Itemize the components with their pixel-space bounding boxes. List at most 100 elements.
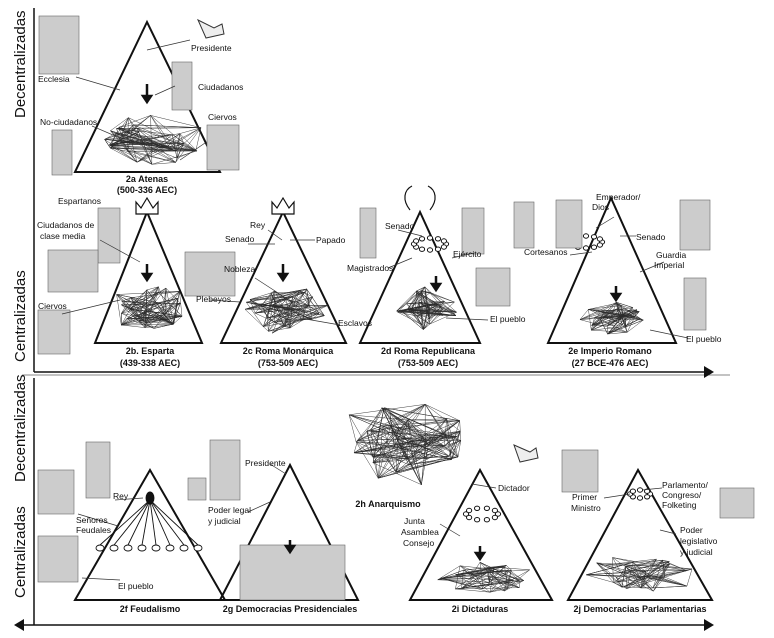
label-dios: Dios — [592, 202, 609, 212]
caption-dates-2d: (753-509 AEC) — [398, 358, 458, 368]
node-ring-2d — [410, 235, 450, 253]
mesh-2h-anarquismo — [348, 404, 462, 485]
label-ciudadanos-clase-1: Ciudadanos de — [37, 220, 94, 230]
label-congreso: Congreso/ — [662, 490, 702, 500]
caption-title-2e: 2e Imperio Romano — [568, 346, 652, 356]
army-figure — [461, 207, 485, 255]
label-folketing: Folketing — [662, 500, 697, 510]
caption-dates-2b: (439-338 AEC) — [120, 358, 180, 368]
people-figure-empire — [683, 277, 707, 331]
label-parlamento: Parlamento/ — [662, 480, 708, 490]
label-papado: Papado — [316, 235, 346, 245]
label-rey-2f: Rey — [113, 491, 129, 501]
pointing-hand-icon-dictador — [513, 444, 539, 463]
emperor-figure — [555, 199, 583, 249]
node-ring-2i — [462, 505, 502, 523]
label-esclavos: Esclavos — [338, 318, 372, 328]
label-ciudadanos-clase-2: clase media — [40, 231, 86, 241]
crown-icon-esparta — [135, 196, 159, 215]
label-espartanos: Espartanos — [58, 196, 101, 206]
triangle-2c — [219, 209, 348, 344]
axis-label-bottom-decentral: Decentralizadas — [12, 374, 29, 482]
label-senado-2e: Senado — [636, 232, 666, 242]
axis-label-bottom-central: Centralizadas — [12, 506, 29, 598]
mesh-2a — [104, 115, 202, 165]
label-ciervos-2a: Ciervos — [208, 112, 237, 122]
label-el-pueblo-2d: El pueblo — [490, 314, 526, 324]
citizen-figure — [171, 61, 193, 111]
label-dictador: Dictador — [498, 483, 530, 493]
network-meshes — [95, 115, 693, 593]
roman-nobility-figures — [184, 251, 236, 297]
label-rey-2c: Rey — [250, 220, 266, 230]
king-figure — [85, 441, 111, 499]
axis-label-top-central: Centralizadas — [12, 270, 29, 362]
crowd-illustration — [239, 544, 346, 601]
label-senado-2d: Senado — [385, 221, 415, 231]
label-y-judicial-2j: y judicial — [680, 547, 713, 557]
label-no-ciudadanos: No-ciudadanos — [40, 117, 97, 127]
primer-ministro-figure — [561, 449, 599, 493]
caption-title-2h: 2h Anarquismo — [355, 499, 421, 509]
label-emperador: Emperador/ — [596, 192, 641, 202]
caption-dates-2a: (500-336 AEC) — [117, 185, 177, 195]
label-imperial: Imperial — [654, 260, 684, 270]
label-ciervos-2b: Ciervos — [38, 301, 67, 311]
mesh-2j — [586, 557, 693, 592]
label-plebeyos: Plebeyos — [196, 294, 231, 304]
caption-title-2a: 2a Atenas — [126, 174, 168, 184]
label-primer: Primer — [572, 492, 597, 502]
label-magistrados: Magistrados — [347, 263, 393, 273]
caption-title-2c: 2c Roma Monárquica — [243, 346, 335, 356]
caption-title-2i: 2i Dictaduras — [452, 604, 509, 614]
caption-title-2d: 2d Roma Republicana — [381, 346, 476, 356]
label-asamblea: Asamblea — [401, 527, 439, 537]
non-citizen-figure — [51, 129, 73, 176]
mesh-2c — [244, 288, 328, 334]
label-poder: Poder — [680, 525, 703, 535]
people-figures-republic — [475, 267, 511, 307]
caption-dates-2c: (753-509 AEC) — [258, 358, 318, 368]
serfs-figure — [206, 124, 240, 171]
pointing-hand-icon-atenas — [196, 18, 225, 39]
label-ejercito: Ejército — [453, 249, 482, 259]
mesh-2b — [116, 286, 183, 329]
caption-title-2b: 2b. Esparta — [126, 346, 176, 356]
guard-figure — [679, 199, 711, 251]
label-senado-2c: Senado — [225, 234, 255, 244]
crown-icon-roma — [271, 196, 295, 215]
label-legislativo: legislativo — [680, 536, 718, 546]
mesh-2d — [396, 286, 457, 330]
label-consejo: Consejo — [403, 538, 434, 548]
ecclesia-illustration — [38, 15, 80, 75]
label-poder-legal: Poder legal — [208, 505, 251, 515]
triangle-2j — [566, 467, 714, 601]
label-cortesanos: Cortesanos — [524, 247, 567, 257]
president-figure — [209, 439, 241, 501]
laurel-icon — [404, 185, 436, 211]
peasants-figure — [37, 535, 79, 583]
label-nobleza: Nobleza — [224, 264, 255, 274]
courtier-figure — [513, 201, 535, 249]
label-feudales: Feudales — [76, 525, 111, 535]
spartan-figure — [97, 207, 121, 264]
senator-figure — [359, 207, 377, 259]
label-el-pueblo-2e: El pueblo — [686, 334, 722, 344]
triangle-2i — [408, 467, 554, 601]
feudal-hierarchy-lines — [95, 491, 203, 552]
label-presidente-2g: Presidente — [245, 458, 286, 468]
axis-label-top-decentral: Decentralizadas — [12, 10, 29, 118]
mesh-2e — [579, 302, 644, 335]
caption-dates-2e: (27 BCE-476 AEC) — [572, 358, 649, 368]
label-y-judicial-2g: y judicial — [208, 516, 241, 526]
triangle-2d — [358, 209, 482, 344]
label-guardia: Guardia — [656, 250, 687, 260]
label-el-pueblo-2f: El pueblo — [118, 581, 154, 591]
scales-icon-j — [719, 487, 755, 519]
scales-icon-g — [187, 477, 207, 501]
mesh-2i — [437, 562, 530, 593]
caption-title-2g: 2g Democracias Presidenciales — [223, 604, 358, 614]
caption-title-2j: 2j Democracias Parlamentarias — [573, 604, 706, 614]
label-junta: Junta — [404, 516, 425, 526]
